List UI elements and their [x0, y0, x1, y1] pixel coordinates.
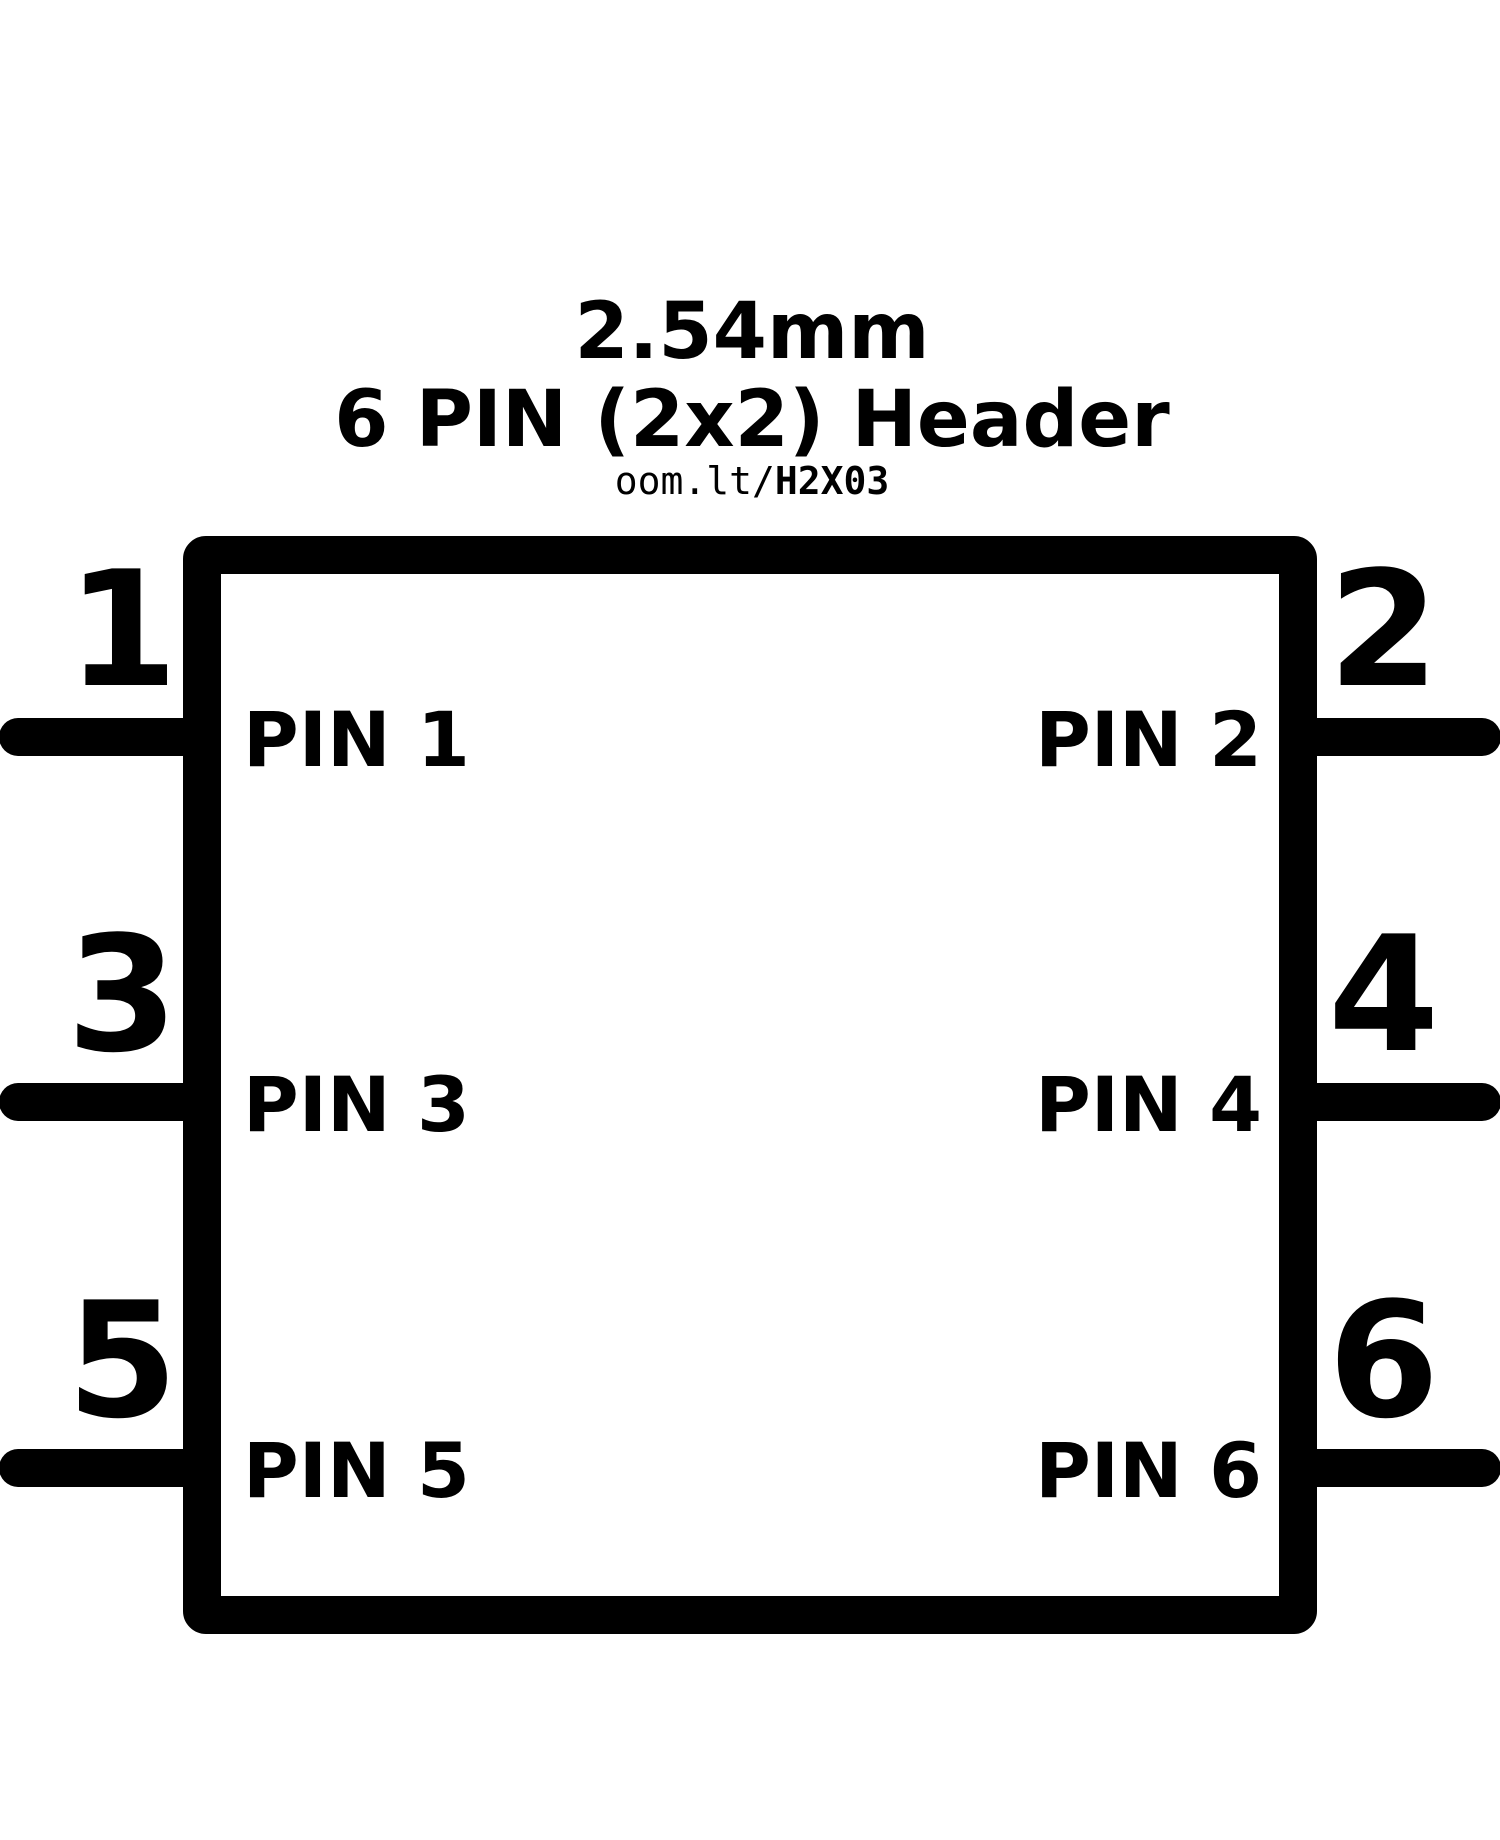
- product-link-code: H2X03: [775, 459, 889, 503]
- pin-2-label: PIN 2: [1035, 695, 1262, 784]
- pin-5-label: PIN 5: [243, 1426, 470, 1515]
- pin-6-number: 6: [1328, 1267, 1439, 1454]
- pin-3-number: 3: [67, 901, 178, 1088]
- product-link-prefix: oom.lt/: [615, 459, 775, 503]
- pin-1-label: PIN 1: [243, 695, 470, 784]
- pin-6-label: PIN 6: [1035, 1426, 1262, 1515]
- pin-3-label: PIN 3: [243, 1060, 470, 1149]
- title-size: 2.54mm: [575, 287, 930, 377]
- title-description: 6 PIN (2x2) Header: [334, 375, 1170, 465]
- product-link: oom.lt/H2X03: [615, 459, 890, 503]
- pin-2-number: 2: [1328, 536, 1439, 723]
- pin-4-number: 4: [1328, 901, 1439, 1088]
- pin-5-number: 5: [67, 1267, 178, 1454]
- component-body: [183, 536, 1317, 1634]
- pin-4-label: PIN 4: [1035, 1060, 1262, 1149]
- pin-1-number: 1: [67, 536, 178, 723]
